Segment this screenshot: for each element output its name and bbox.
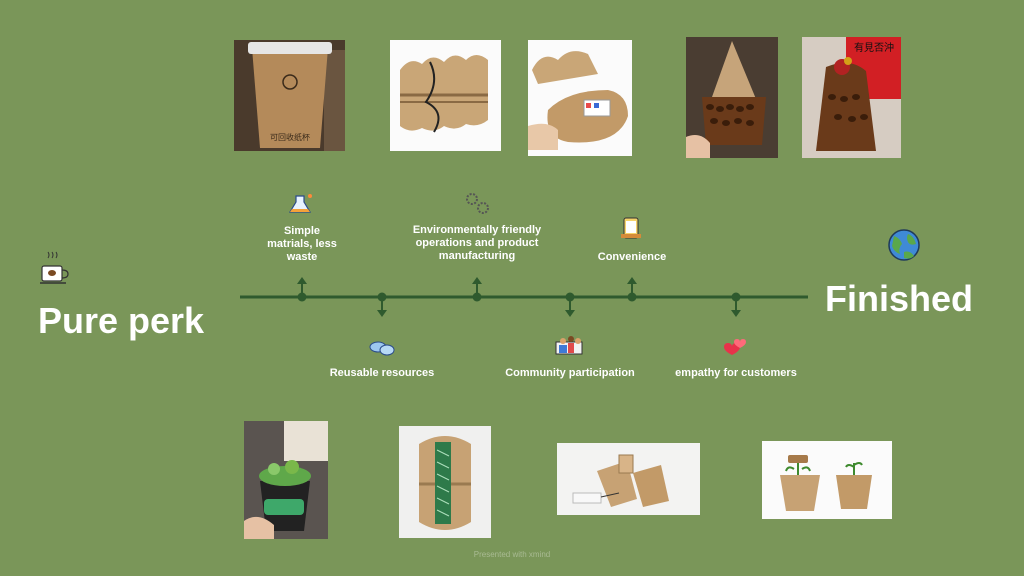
milestone-marker-environment xyxy=(472,277,482,302)
pulp-pot-tag-photo xyxy=(399,426,491,538)
pulp-pots-tag-photo xyxy=(557,443,700,515)
egg-tray-stack-photo xyxy=(390,40,501,151)
milestone-label-environment: Environmentally friendly operations and … xyxy=(412,224,542,262)
milestone-marker-convenience xyxy=(627,277,637,302)
start-title: Pure perk xyxy=(38,300,205,341)
poster-caption: 有見否沖 xyxy=(854,41,894,54)
egg-tray-open-photo xyxy=(528,40,632,156)
end-title: Finished xyxy=(825,278,974,319)
coffee-bean-tree-photo: 有見否沖 xyxy=(802,37,901,158)
milestone-label-empathy: empathy for customers xyxy=(675,367,797,379)
milestone-marker-community xyxy=(565,292,575,317)
phone-icon xyxy=(621,217,641,239)
cup-caption: 可回收纸杯 xyxy=(270,132,310,142)
milestone-label-reusable: Reusable resources xyxy=(329,367,435,379)
gears-icon xyxy=(466,193,489,214)
hearts-icon xyxy=(724,339,746,355)
seedling-pots-photo xyxy=(762,441,892,519)
people-icon xyxy=(555,336,583,355)
succulent-cup-photo xyxy=(244,421,328,539)
milestone-label-community: Community participation xyxy=(505,367,635,379)
paper-coffee-cup-photo: 可回收纸杯 xyxy=(234,40,345,151)
flask-icon xyxy=(288,194,312,213)
milestone-label-simple-materials: Simple matrials, less waste xyxy=(267,225,337,263)
milestone-marker-simple-materials xyxy=(297,277,307,302)
milestone-marker-empathy xyxy=(731,292,741,317)
milestone-label-convenience: Convenience xyxy=(597,251,667,263)
globe-icon xyxy=(888,229,920,261)
footer-credit: Presented with xmind xyxy=(473,550,551,559)
cloud-icon xyxy=(369,341,395,356)
milestone-marker-reusable xyxy=(377,292,387,317)
coffee-bean-cone-photo xyxy=(686,37,778,158)
coffee-cup-icon xyxy=(40,251,69,284)
